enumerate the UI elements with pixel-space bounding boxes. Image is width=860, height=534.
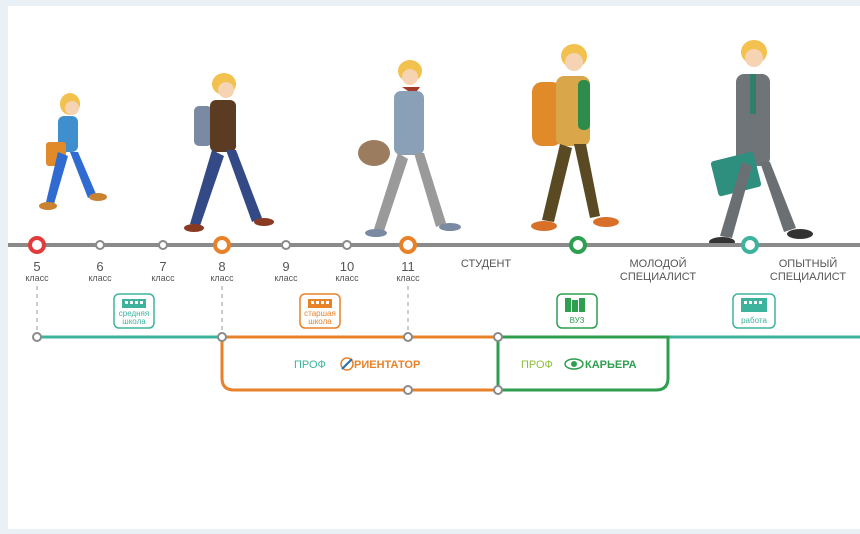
program-prefix: ПРОФ — [521, 359, 553, 371]
stop-sub: класс — [274, 273, 298, 283]
stop-number: 10 — [340, 259, 354, 274]
timeline-stop-11 — [399, 236, 417, 254]
stage-experienced-label-1: ОПЫТНЫЙ — [779, 257, 838, 270]
stop-sub: класс — [88, 273, 112, 283]
badge-line1: работа — [741, 316, 767, 325]
specialist-figure — [709, 40, 813, 247]
track-node — [493, 332, 503, 342]
schoolboy-5-figure — [39, 93, 107, 210]
track-node — [32, 332, 42, 342]
student-figure — [531, 44, 619, 231]
program-prefix: ПРОФ — [294, 359, 326, 371]
school-building-icon — [308, 299, 332, 308]
stop-sub: класс — [396, 273, 420, 283]
schoolboy-8-figure — [184, 73, 274, 232]
compass-icon — [340, 357, 354, 371]
badge-university: ВУЗ — [556, 293, 598, 329]
track-node — [217, 332, 227, 342]
stop-number: 5 — [33, 259, 40, 274]
stage-young-label-2: СПЕЦИАЛИСТ — [620, 271, 697, 283]
timeline-stop-10 — [342, 240, 352, 250]
badge-middle-school: средняя школа — [113, 293, 155, 329]
timeline-stop-9 — [281, 240, 291, 250]
program-main: РИЕНТАТОР — [354, 359, 420, 371]
stop-sub: класс — [335, 273, 359, 283]
badge-line1: старшая — [304, 309, 336, 318]
badge-line2: школа — [122, 317, 146, 326]
badge-high-school: старшая школа — [299, 293, 341, 329]
stage-student-label: СТУДЕНТ — [461, 258, 512, 270]
stop-number: 8 — [218, 259, 225, 274]
globe-icon — [564, 358, 584, 370]
schoolboy-11-figure — [358, 60, 461, 237]
career-path-diagram: 5 класс 6 класс 7 класс 8 класс 9 класс … — [8, 40, 860, 395]
badge-line1: средняя — [119, 309, 149, 318]
timeline-stop-5 — [28, 236, 46, 254]
stop-sub: класс — [151, 273, 175, 283]
timeline-stop-7 — [158, 240, 168, 250]
program-main: КАРЬЕРА — [585, 359, 637, 371]
timeline-stop-8 — [213, 236, 231, 254]
university-building-icon — [565, 298, 585, 312]
track-node — [403, 332, 413, 342]
timeline-stop-young-specialist — [569, 236, 587, 254]
timeline-stop-experienced — [741, 236, 759, 254]
office-building-icon — [741, 298, 767, 312]
stop-number: 9 — [282, 259, 289, 274]
badge-line2: школа — [308, 317, 332, 326]
school-building-icon — [122, 299, 146, 308]
track-node — [403, 385, 413, 395]
proforientator-label: ПРОФ РИЕНТАТОР — [294, 357, 420, 371]
stop-number: 6 — [96, 259, 103, 274]
stop-number: 7 — [159, 259, 166, 274]
badge-work: работа — [732, 293, 776, 329]
stop-sub: класс — [210, 273, 234, 283]
stage-young-label-1: МОЛОДОЙ — [629, 257, 686, 270]
badge-line1: ВУЗ — [570, 316, 585, 325]
stop-sub: класс — [25, 273, 49, 283]
timeline-stop-6 — [95, 240, 105, 250]
profkariera-label: ПРОФ КАРЬЕРА — [521, 358, 637, 371]
track-node — [493, 385, 503, 395]
stop-number: 11 — [401, 259, 415, 274]
diagram-frame: 5 класс 6 класс 7 класс 8 класс 9 класс … — [8, 6, 860, 529]
profkariera-track — [496, 335, 670, 392]
stage-experienced-label-2: СПЕЦИАЛИСТ — [770, 271, 847, 283]
